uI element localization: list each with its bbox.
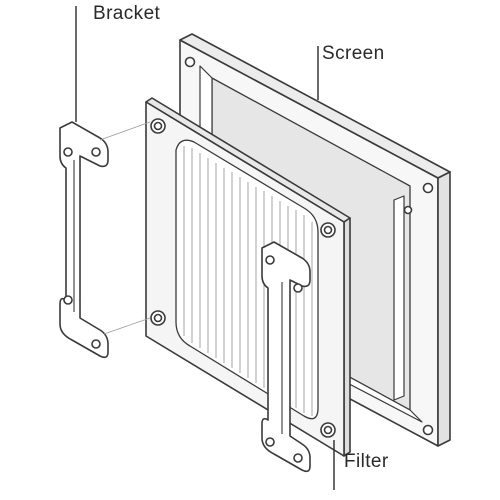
- bracket-label: Bracket: [93, 3, 161, 24]
- filter-label: Filter: [344, 451, 389, 472]
- bracket-right: [261, 241, 311, 473]
- bracket-left: [59, 121, 109, 359]
- screen-label: Screen: [322, 43, 385, 64]
- leader-lines: [75, 6, 335, 490]
- assembly-guide-lines: [99, 121, 151, 335]
